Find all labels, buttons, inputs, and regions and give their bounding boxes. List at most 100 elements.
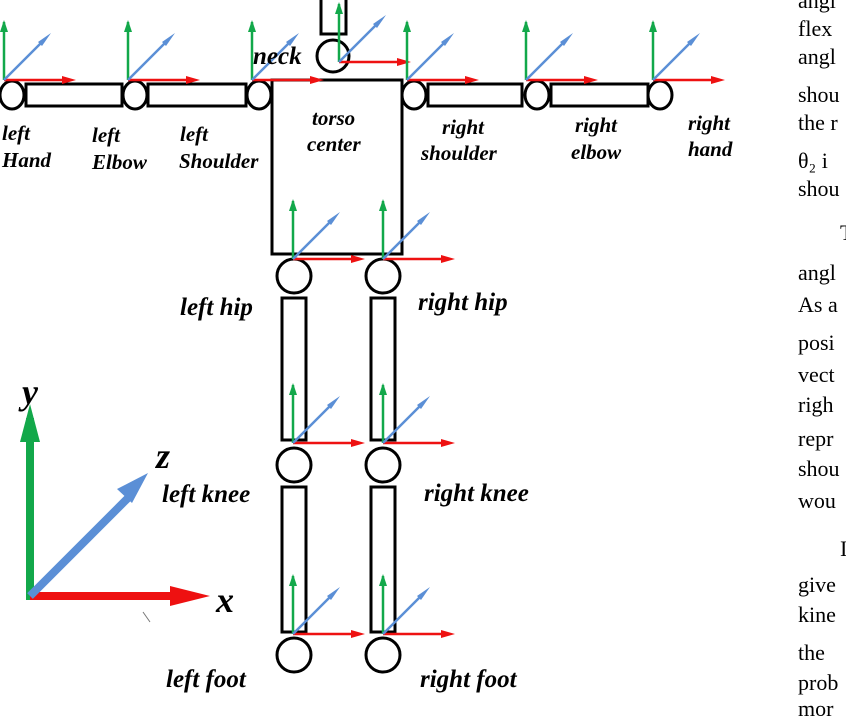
side-text-line: As a [798, 292, 838, 317]
left-elbow-label-line2: Elbow [91, 150, 148, 174]
right-shoulder-label-line1: right [442, 115, 485, 139]
left-knee-frame-y-head [289, 383, 297, 395]
right-elbow-frame-x-head [584, 76, 598, 84]
right-forearm-bone [549, 82, 650, 108]
right-knee-frame-x-head [441, 439, 455, 447]
left-shoulder-frame-z-head [286, 33, 299, 46]
left-shoulder-frame-x-head [310, 76, 324, 84]
side-text-line: the [798, 640, 825, 665]
right-knee-frame-y-head [379, 383, 387, 395]
left-knee-frame-z-arrow [292, 404, 332, 444]
tick-mark [142, 611, 151, 623]
side-text-line: flex [798, 16, 832, 41]
left-elbow-frame-x-head [186, 76, 200, 84]
left-hip-joint [275, 257, 313, 295]
side-text-line: kine [798, 602, 836, 627]
right-shoulder-joint [400, 79, 428, 111]
y-axis-label: y [18, 372, 39, 412]
x-axis-arrowhead [170, 586, 210, 606]
side-text-line: vect [798, 362, 835, 387]
right-shoulder-frame-z-head [441, 33, 454, 46]
right-foot-frame [379, 574, 455, 638]
left-hip-frame-x-head [351, 255, 365, 263]
neck-joint [315, 38, 351, 74]
side-text-line: θ₂ i [798, 148, 828, 173]
right-hand-frame-x-head [711, 76, 725, 84]
left-shoulder-joint [245, 79, 273, 111]
right-hand-frame-y-head [649, 20, 657, 32]
right-hand-joint [646, 79, 674, 111]
side-text-line: repr [798, 426, 834, 451]
right-shoulder-frame-x-head [465, 76, 479, 84]
right-knee-frame-z-head [417, 396, 430, 409]
left-knee-frame [289, 383, 365, 447]
side-text-line: angl [798, 0, 836, 13]
left-knee-label: left knee [162, 481, 250, 508]
side-text-line: shou [798, 176, 840, 201]
left-elbow-frame-z-head [162, 33, 175, 46]
neck-frame [335, 2, 411, 66]
right-elbow-frame-y-head [522, 20, 530, 32]
right-elbow-frame-z-head [560, 33, 573, 46]
side-text-line: righ [798, 392, 833, 417]
left-hand-label-line2: Hand [1, 148, 52, 172]
side-text-line: the r [798, 110, 838, 135]
left-foot-joint [275, 636, 313, 674]
side-text-line: shou [798, 82, 840, 107]
left-foot-frame-z-head [327, 587, 340, 600]
right-hand-label-line1: right [688, 111, 731, 135]
right-shoulder-label-line2: shoulder [420, 141, 498, 165]
right-elbow-label-line2: elbow [571, 140, 622, 164]
right-elbow-frame-z-arrow [525, 41, 565, 81]
left-shoulder-frame [248, 20, 324, 84]
left-elbow-frame [124, 20, 200, 84]
side-text-line: angl [798, 260, 836, 285]
right-shoulder-frame [403, 20, 479, 84]
right-foot-frame-z-head [417, 587, 430, 600]
left-shoulder-label-line1: left [180, 122, 209, 146]
left-upperarm-bone [146, 82, 248, 108]
x-axis-label: x [215, 580, 234, 620]
y-axis-arrowhead [20, 404, 40, 442]
left-hand-frame-z-arrow [3, 41, 43, 81]
right-hip-frame-y-head [379, 199, 387, 211]
right-knee-label: right knee [424, 480, 529, 507]
right-hip-label: right hip [418, 289, 508, 316]
left-foot-frame-z-arrow [292, 595, 332, 635]
left-foot-frame-y-head [289, 574, 297, 586]
left-hip-frame-y-head [289, 199, 297, 211]
head-bone [319, 0, 348, 36]
right-elbow-joint [523, 79, 551, 111]
left-hand-frame-x-head [62, 76, 76, 84]
left-knee-frame-z-head [327, 396, 340, 409]
neck-label: neck [253, 43, 302, 70]
left-hand-label-line1: left [2, 121, 31, 145]
neck-frame-y-head [335, 2, 343, 14]
side-text-line: posi [798, 330, 835, 355]
left-foot-frame [289, 574, 365, 638]
neck-frame-x-head [397, 58, 411, 66]
left-hip-frame [289, 199, 365, 263]
left-elbow-joint [121, 79, 149, 111]
left-shoulder-frame-y-head [248, 20, 256, 32]
right-foot-joint [364, 636, 402, 674]
side-text-line: angl [798, 44, 836, 69]
side-text-line: wou [798, 488, 836, 513]
right-hip-frame-x-head [441, 255, 455, 263]
right-elbow-frame [522, 20, 598, 84]
left-hand-joint [0, 79, 26, 111]
left-hip-label: left hip [180, 294, 253, 321]
side-text-line: give [798, 572, 836, 597]
right-foot-frame-x-head [441, 630, 455, 638]
left-shoulder-frame-z-arrow [251, 41, 291, 81]
left-knee-joint [275, 446, 313, 484]
left-hand-frame-y-head [0, 20, 8, 32]
left-elbow-frame-y-head [124, 20, 132, 32]
z-axis-label: z [154, 436, 170, 476]
left-hand-frame [0, 20, 76, 84]
left-elbow-label-line1: left [92, 123, 121, 147]
torso-center-label-line1: torso [312, 106, 355, 130]
side-text-line: prob [798, 670, 838, 695]
